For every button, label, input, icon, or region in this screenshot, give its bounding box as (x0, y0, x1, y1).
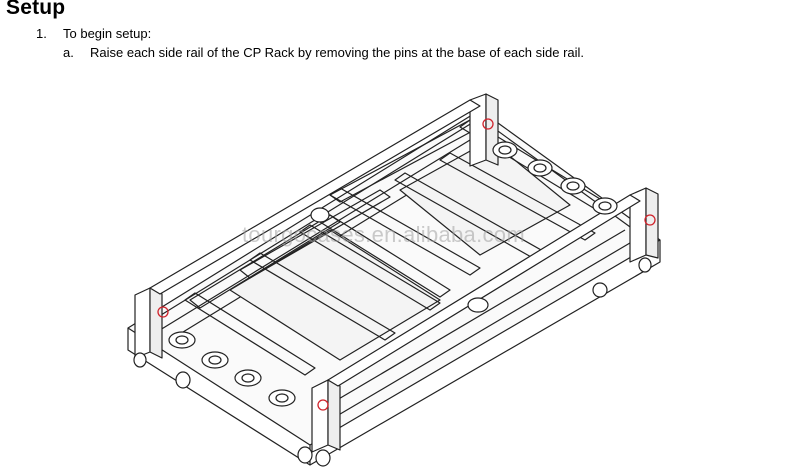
pin-marker-left-front (157, 306, 169, 318)
rail-post-left-front (134, 287, 151, 359)
page-title: Setup (6, 0, 66, 19)
step-1a-text: Raise each side rail of the CP Rack by r… (90, 45, 585, 60)
pin-marker-left-rear (317, 399, 329, 411)
step-1a-letter: a. (63, 45, 74, 60)
pin-marker-right-front (482, 118, 494, 130)
step-1-number: 1. (36, 26, 47, 41)
pin-marker-right-rear (644, 214, 656, 226)
rail-post-left-rear (311, 379, 329, 453)
step-1-text: To begin setup: (63, 26, 152, 41)
watermark: tourgocases.en.alibaba.com (242, 222, 525, 247)
